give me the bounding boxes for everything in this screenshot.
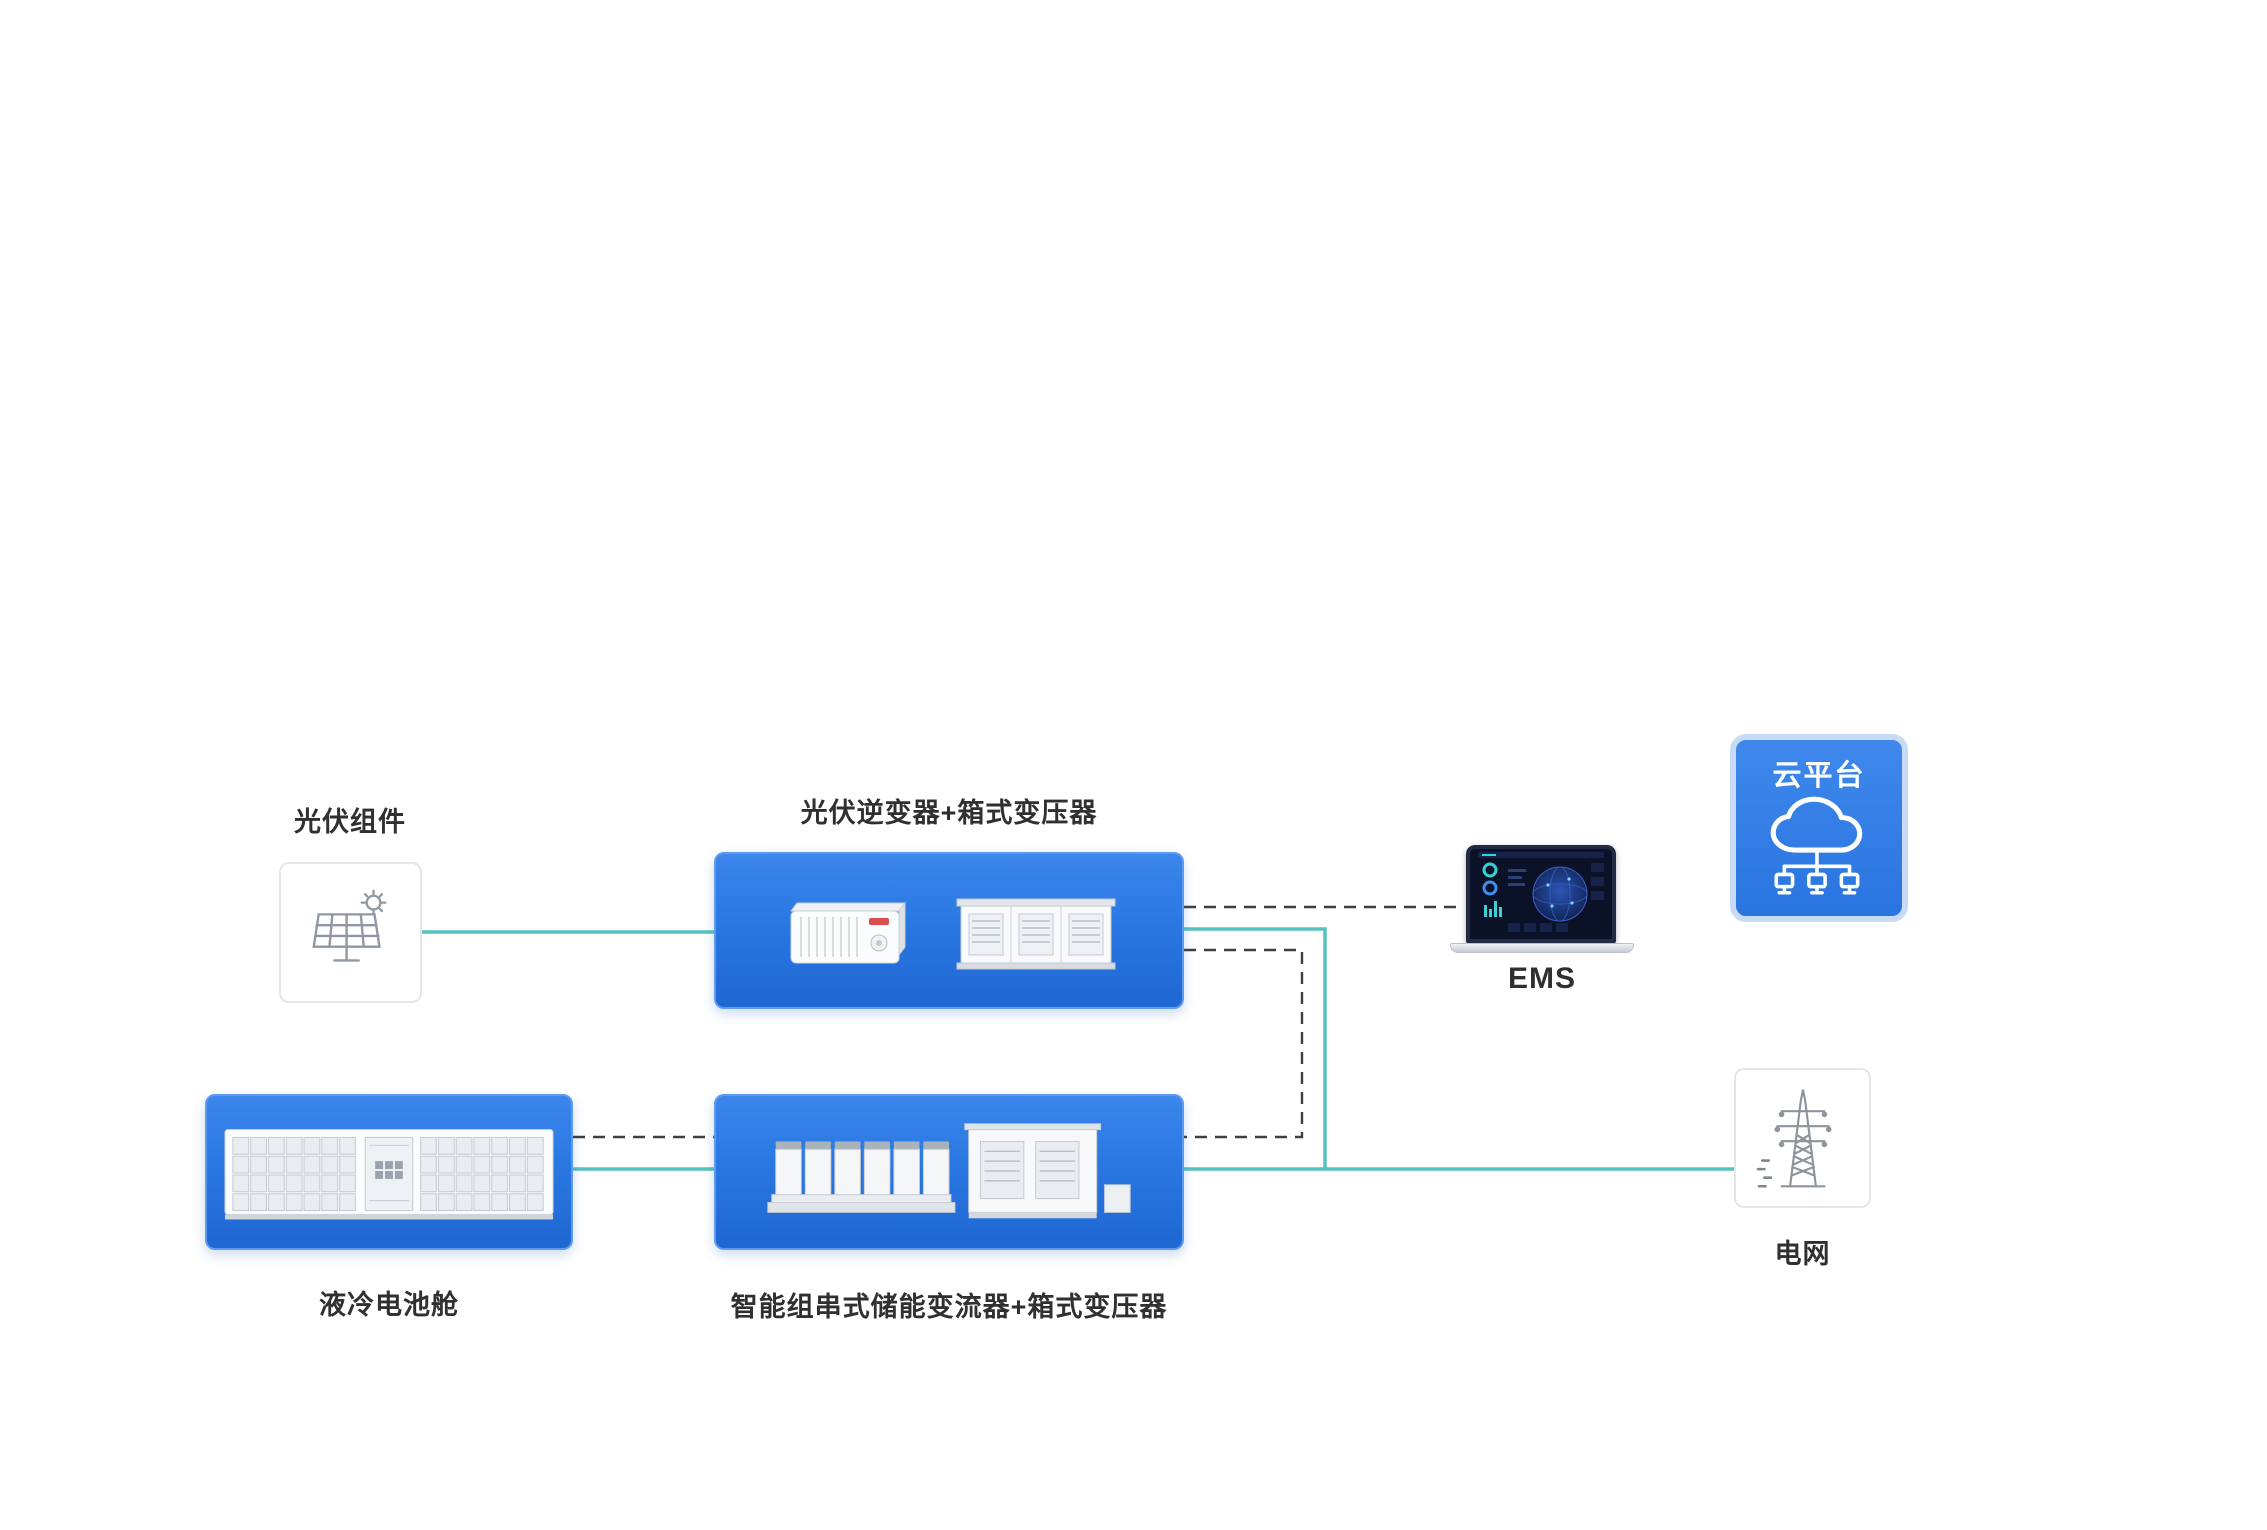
battery-node bbox=[205, 1094, 573, 1250]
battery-container-image bbox=[224, 1129, 554, 1220]
cloud-network-icon bbox=[1770, 796, 1863, 895]
transmission-tower-icon bbox=[1756, 1089, 1832, 1188]
comm-line-inverter-to-pcs bbox=[1184, 948, 1304, 1139]
pv-inverter-image bbox=[790, 901, 906, 963]
cloud-platform-label: 云平台 bbox=[1772, 760, 1866, 792]
grid-label: 电网 bbox=[1774, 1239, 1831, 1269]
pv-inverter-label: 光伏逆变器+箱式变压器 bbox=[800, 798, 1098, 828]
ems-dashboard-screen bbox=[1466, 845, 1616, 943]
grid-node bbox=[1734, 1068, 1871, 1208]
pv-module-label: 光伏组件 bbox=[294, 807, 406, 837]
battery-label: 液冷电池舱 bbox=[319, 1290, 459, 1320]
ems-dashboard-graphics bbox=[1478, 852, 1604, 932]
pv-inverter-node bbox=[714, 852, 1184, 1009]
ems-label: EMS bbox=[1507, 962, 1576, 995]
solar-panel-icon bbox=[311, 889, 386, 962]
power-line-inverter-to-bus bbox=[1184, 927, 1327, 1169]
storage-converter-image bbox=[767, 1123, 1131, 1219]
cloud-platform-node: 云平台 bbox=[1730, 734, 1908, 922]
box-transformer-image bbox=[956, 898, 1116, 969]
storage-pcs-node bbox=[714, 1094, 1184, 1250]
storage-pcs-label: 智能组串式储能变流器+箱式变压器 bbox=[730, 1292, 1168, 1322]
ems-node bbox=[1450, 845, 1634, 953]
pv-module-node bbox=[279, 862, 422, 1003]
ems-laptop-base bbox=[1450, 943, 1634, 953]
